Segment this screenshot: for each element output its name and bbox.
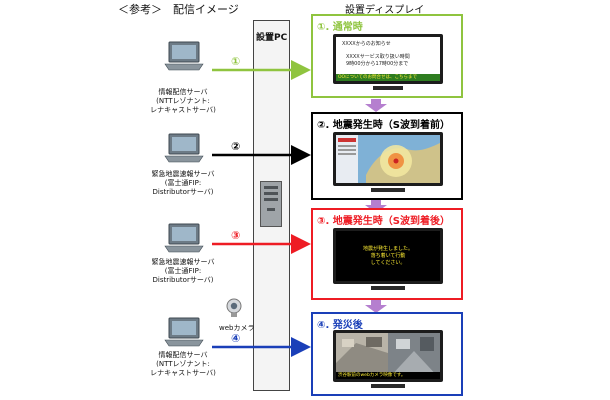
laptop-icon-4 xyxy=(164,317,204,347)
tv-stand-1 xyxy=(373,86,403,90)
alert-line-3: してください。 xyxy=(370,259,406,266)
panel-post-disaster: ④. 発災後 渋谷駅前のwebカメラ映像です。 xyxy=(311,312,463,396)
tv-stand-4 xyxy=(371,384,405,388)
server-number-3: ③ xyxy=(231,229,241,242)
display-tv-4: 渋谷駅前のwebカメラ映像です。 xyxy=(333,330,443,382)
screen-notice: XXXXからのお知らせ XXXXサービス取り扱い時間 9時00分から17時00分… xyxy=(336,37,440,81)
display-column-label: 設置ディスプレイ xyxy=(345,5,425,16)
panel-after-s-wave: ③. 地震発生時（S波到着後） 地震が発生しました。 落ち着いて行動 してくださ… xyxy=(311,208,463,300)
panel-title-1: ①. 通常時 xyxy=(317,22,363,33)
panel-title-2: ②. 地震発生時（S波到着前） xyxy=(317,120,450,131)
screen-alert: 地震が発生しました。 落ち着いて行動 してください。 xyxy=(336,231,440,281)
screen-webcam: 渋谷駅前のwebカメラ映像です。 xyxy=(336,333,440,379)
display-tv-1: XXXXからのお知らせ XXXXサービス取り扱い時間 9時00分から17時00分… xyxy=(333,34,443,84)
server-label-1: 情報配信サーバ(NTTレゾナント:レナキャストサーバ) xyxy=(150,88,216,114)
laptop-icon-1 xyxy=(164,41,204,71)
display-tv-2 xyxy=(333,132,443,186)
connector-1-2 xyxy=(365,99,387,112)
server-number-4: ④ xyxy=(231,332,241,345)
panel-title-3: ③. 地震発生時（S波到着後） xyxy=(317,216,450,227)
notice-line-2: 9時00分から17時00分まで xyxy=(346,61,409,67)
quake-map-image xyxy=(336,135,440,183)
connector-3-4 xyxy=(365,300,387,313)
server-label-3: 緊急地震速報サーバ(富士通FIP:Distributorサーバ) xyxy=(151,258,215,284)
server-number-2: ② xyxy=(231,140,241,153)
server-label-2: 緊急地震速報サーバ(富士通FIP:Distributorサーバ) xyxy=(151,170,215,196)
laptop-icon-2 xyxy=(164,133,204,163)
panel-before-s-wave: ②. 地震発生時（S波到着前） xyxy=(311,112,463,200)
laptop-icon-3 xyxy=(164,223,204,253)
webcam-feed-image xyxy=(336,333,440,379)
notice-footer: OOについてのお問合せは、こちらまで xyxy=(336,74,440,81)
pc-label: 設置PC xyxy=(256,33,288,43)
webcam-caption: 渋谷駅前のwebカメラ映像です。 xyxy=(336,372,440,379)
display-tv-3: 地震が発生しました。 落ち着いて行動 してください。 xyxy=(333,228,443,284)
alert-line-1: 地震が発生しました。 xyxy=(362,245,413,252)
diagram-title: ＜参考＞ 配信イメージ xyxy=(118,3,239,16)
pc-tower-icon xyxy=(260,181,282,227)
tv-stand-3 xyxy=(371,286,405,290)
screen-quake-map xyxy=(336,135,440,183)
connector-2-3 xyxy=(365,200,387,213)
panel-title-4: ④. 発災後 xyxy=(317,320,363,331)
server-number-1: ① xyxy=(231,55,241,68)
alert-line-2: 落ち着いて行動 xyxy=(370,252,406,259)
panel-connectors xyxy=(365,99,387,313)
server-label-4: 情報配信サーバ(NTTレゾナント:レナキャストサーバ) xyxy=(150,351,216,377)
notice-line-1: XXXXサービス取り扱い時間 xyxy=(346,54,410,60)
tv-stand-2 xyxy=(371,188,405,192)
notice-heading: XXXXからのお知らせ xyxy=(342,41,391,47)
webcam-icon xyxy=(226,298,242,317)
panel-normal: ①. 通常時 XXXXからのお知らせ XXXXサービス取り扱い時間 9時00分か… xyxy=(311,14,463,98)
webcam-label: webカメラ xyxy=(219,324,255,332)
